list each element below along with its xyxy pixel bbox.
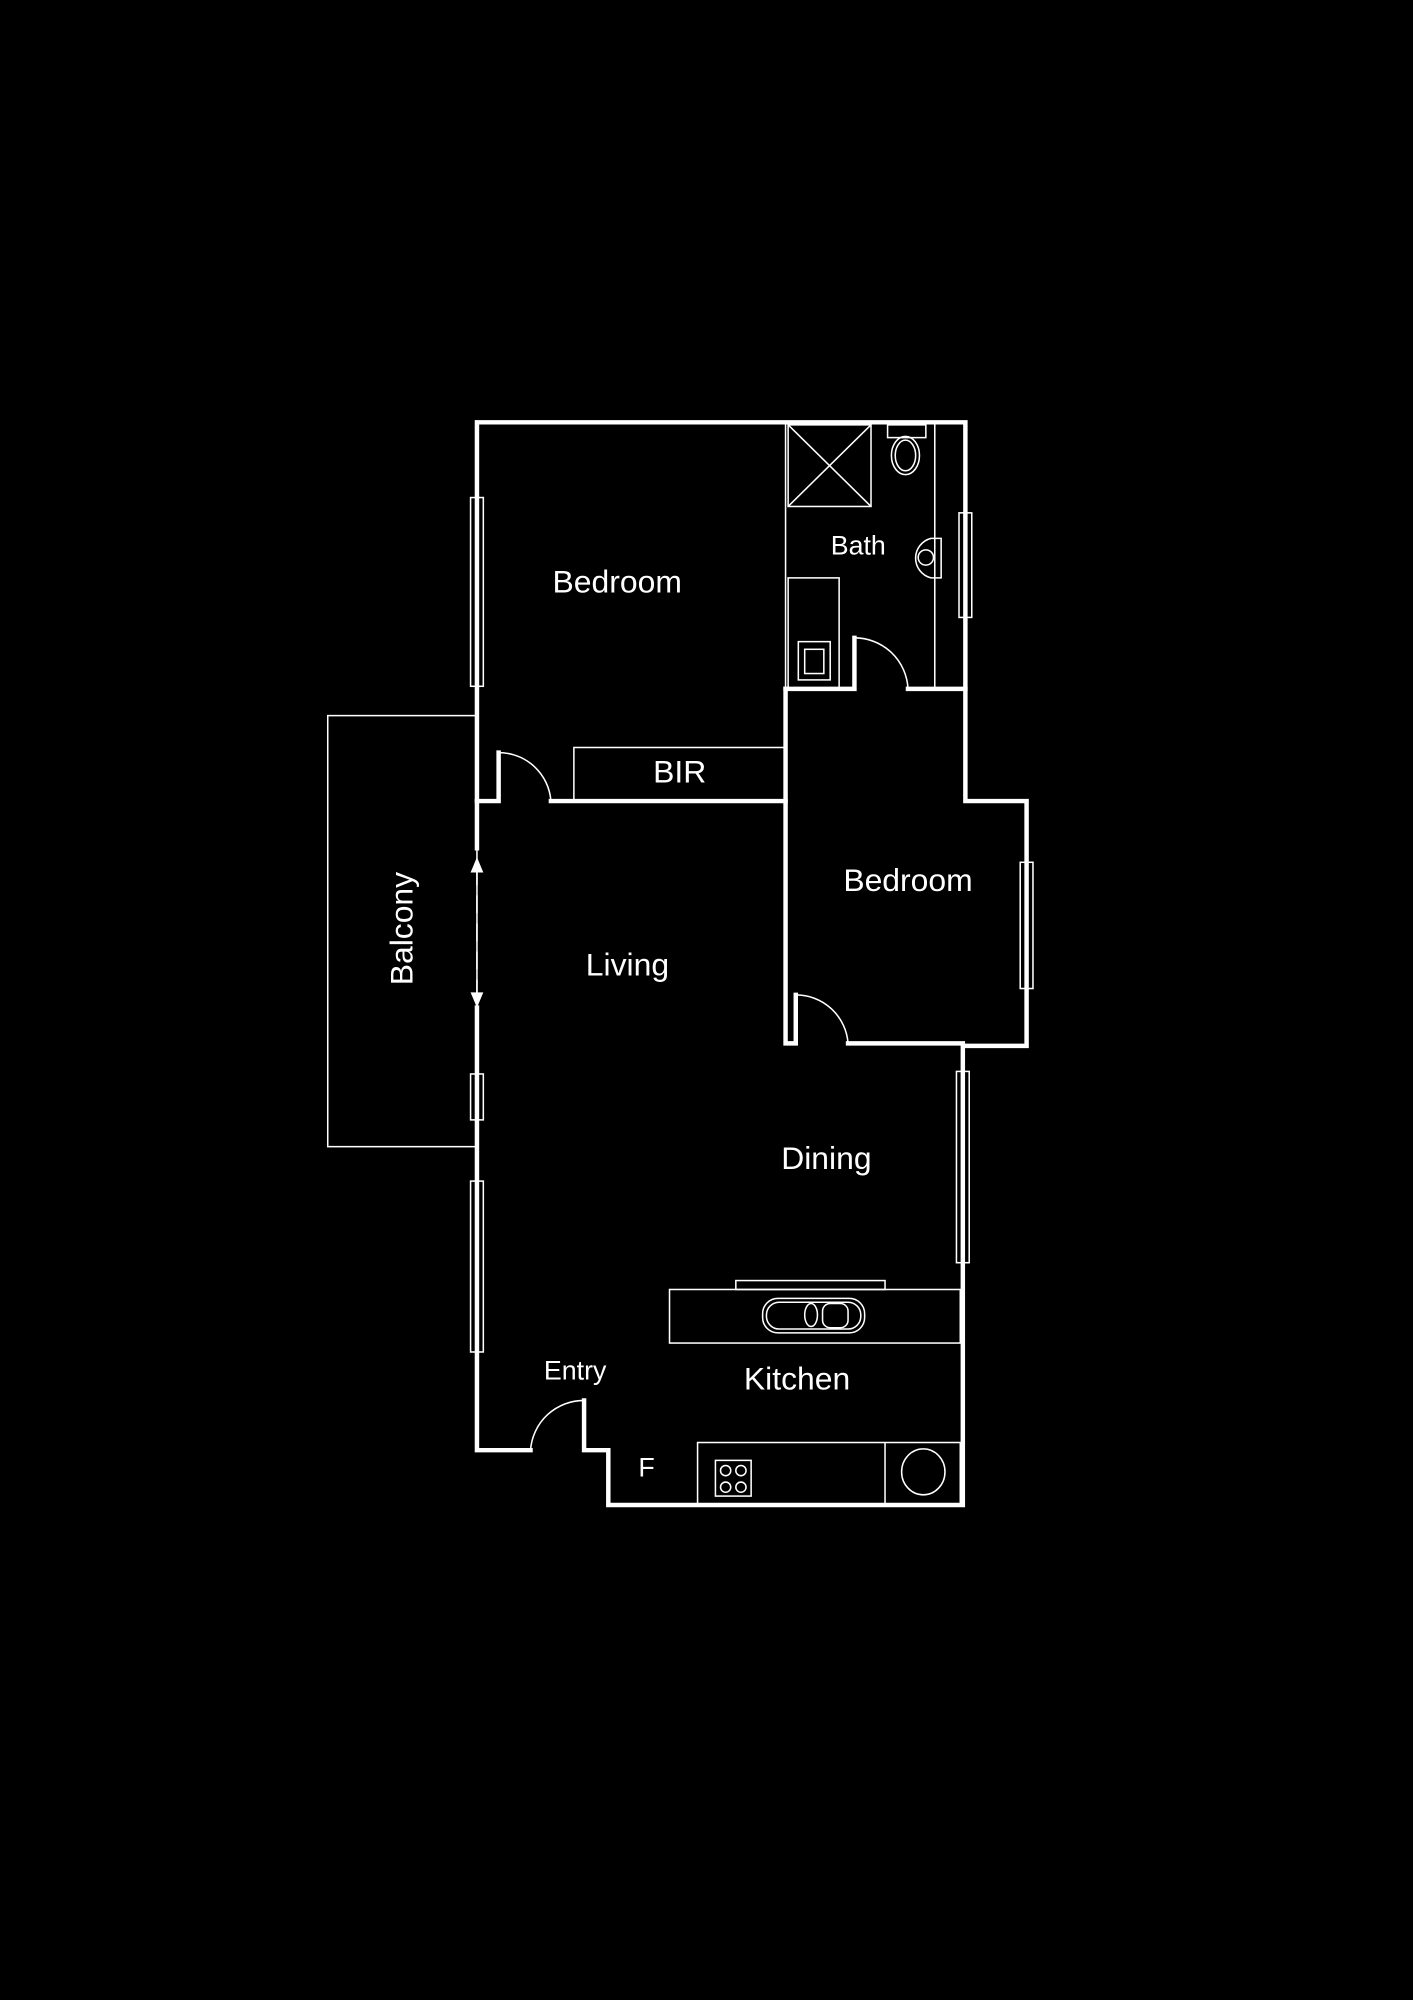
bath-fixtures [787,424,942,690]
toilet-icon [886,424,927,439]
label-kitchen: Kitchen [744,1361,850,1397]
vanity-icon [787,577,840,690]
label-bedroom-1: Bedroom [553,564,682,600]
label-fridge: F [638,1452,654,1482]
label-bedroom-2: Bedroom [843,862,972,898]
shower-icon [787,424,872,508]
cooktop-icon [714,1459,752,1497]
kitchen-bench [696,1441,962,1506]
label-bir: BIR [653,754,706,790]
label-entry: Entry [544,1355,607,1385]
label-living: Living [586,946,669,982]
door-swings [498,637,909,1451]
outer-walls [474,420,1029,1508]
kitchen-island [668,1288,962,1344]
interior-walls [474,422,968,1046]
label-bath: Bath [831,530,886,560]
label-dining: Dining [781,1140,871,1176]
sink-icon [761,1297,866,1334]
basin-icon [914,537,942,579]
windows [469,496,1034,1353]
kitchen-fixtures [668,1279,962,1506]
appliance-circle-icon [900,1448,946,1496]
sliding-door [470,857,484,1008]
label-balcony: Balcony [384,872,420,985]
